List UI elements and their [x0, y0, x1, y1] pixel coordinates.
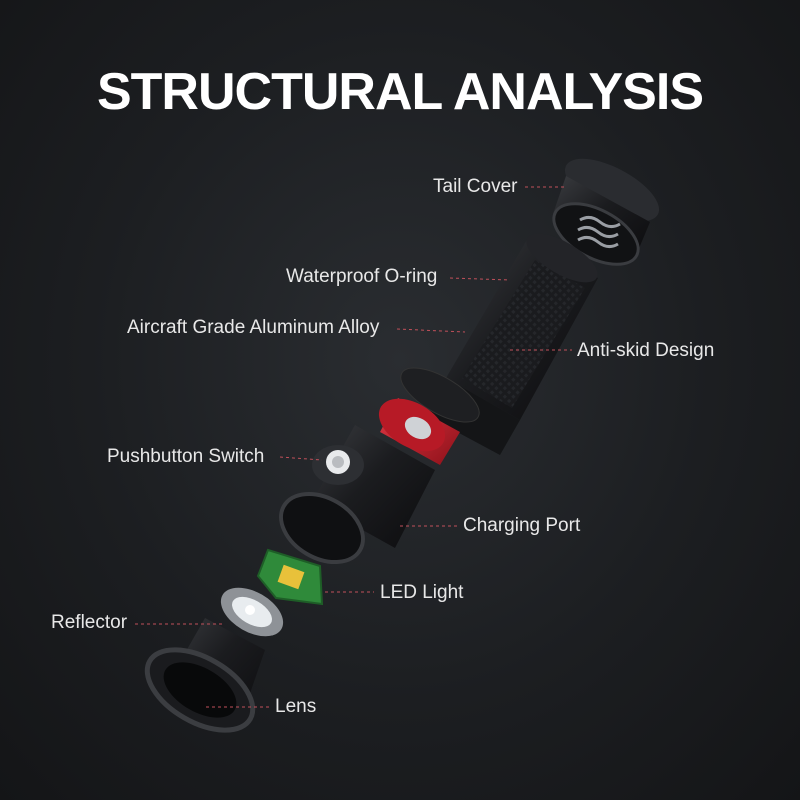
label-charging-port: Charging Port — [463, 515, 581, 536]
lens-head-part — [144, 618, 265, 733]
red-accent-ring-part — [378, 398, 460, 465]
label-tail-cover: Tail Cover — [433, 176, 518, 197]
label-pushbutton: Pushbutton Switch — [107, 446, 265, 467]
label-led-light: LED Light — [380, 582, 464, 603]
body-tube-part — [400, 233, 598, 455]
label-waterproof-oring: Waterproof O-ring — [286, 266, 438, 287]
label-anti-skid: Anti-skid Design — [577, 340, 715, 361]
led-board-part — [256, 548, 324, 606]
page-title: STRUCTURAL ANALYSIS — [96, 63, 704, 121]
label-aluminum-alloy: Aircraft Grade Aluminum Alloy — [127, 317, 380, 338]
tail-cover-part — [552, 158, 660, 266]
label-reflector: Reflector — [51, 612, 128, 633]
label-lens: Lens — [275, 696, 317, 717]
switch-head-part — [279, 425, 435, 565]
leader-lines — [135, 186, 572, 708]
reflector-part — [220, 587, 284, 637]
